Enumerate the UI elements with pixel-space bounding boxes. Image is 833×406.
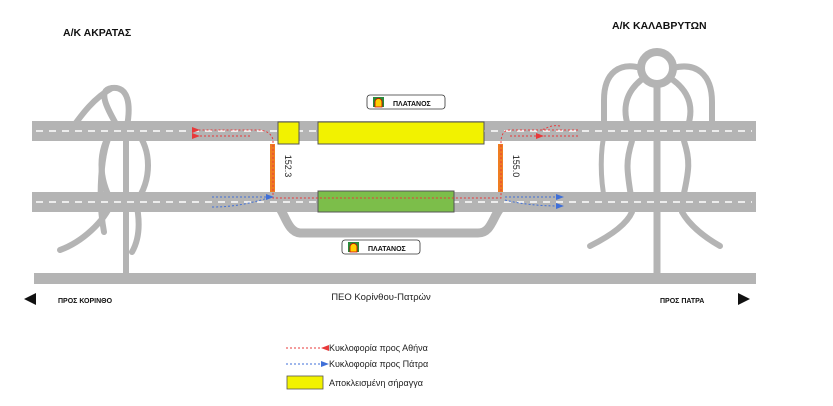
west-crossover xyxy=(270,144,275,192)
legend: Κυκλοφορία προς Αθήνα Κυκλοφορία προς Πά… xyxy=(286,343,428,390)
patra-traffic-route xyxy=(211,194,564,209)
svg-text:Αποκλεισμένη σήραγγα: Αποκλεισμένη σήραγγα xyxy=(329,378,423,388)
east-direction-arrow-icon xyxy=(738,293,750,305)
toward-patra-label: ΠΡΟΣ ΠΑΤΡΑ xyxy=(660,298,704,305)
legend-closed-tunnel: Αποκλεισμένη σήραγγα xyxy=(286,375,423,390)
east-interchange-ramps xyxy=(587,48,723,282)
old-road-name: ΠΕΟ Κορίνθου-Πατρών xyxy=(331,292,431,303)
north-tunnel-label: ΠΛΑΤΑΝΟΣ xyxy=(366,94,446,110)
west-interchange-ramps xyxy=(57,84,151,281)
toward-corinth-label: ΠΡΟΣ ΚΟΡΙΝΘΟ xyxy=(58,298,113,305)
east-crossover-km: 155.0 xyxy=(511,155,521,178)
west-interchange-label: Α/Κ ΑΚΡΑΤΑΣ xyxy=(63,27,131,39)
north-tunnel-small-bore xyxy=(277,121,300,145)
east-crossover xyxy=(498,144,503,192)
svg-text:Κυκλοφορία προς Αθήνα: Κυκλοφορία προς Αθήνα xyxy=(329,343,428,353)
south-bypass-road xyxy=(271,198,510,238)
athens-traffic-route xyxy=(192,125,578,199)
svg-text:ΠΛΑΤΑΝΟΣ: ΠΛΑΤΑΝΟΣ xyxy=(368,246,406,253)
old-national-road xyxy=(34,273,756,284)
legend-athens: Κυκλοφορία προς Αθήνα xyxy=(286,343,428,353)
south-tunnel-label: ΠΛΑΤΑΝΟΣ xyxy=(341,239,421,255)
roundabout xyxy=(637,48,677,88)
north-tunnel-main-bore xyxy=(317,121,485,145)
svg-text:Κυκλοφορία προς Πάτρα: Κυκλοφορία προς Πάτρα xyxy=(329,359,428,369)
west-direction-arrow-icon xyxy=(24,293,36,305)
legend-patra: Κυκλοφορία προς Πάτρα xyxy=(286,359,428,369)
south-tunnel-bore xyxy=(317,190,455,213)
east-interchange-label: Α/Κ ΚΑΛΑΒΡΥΤΩΝ xyxy=(612,20,707,32)
west-crossover-km: 152.3 xyxy=(283,155,293,178)
svg-text:ΠΛΑΤΑΝΟΣ: ΠΛΑΤΑΝΟΣ xyxy=(393,101,431,108)
